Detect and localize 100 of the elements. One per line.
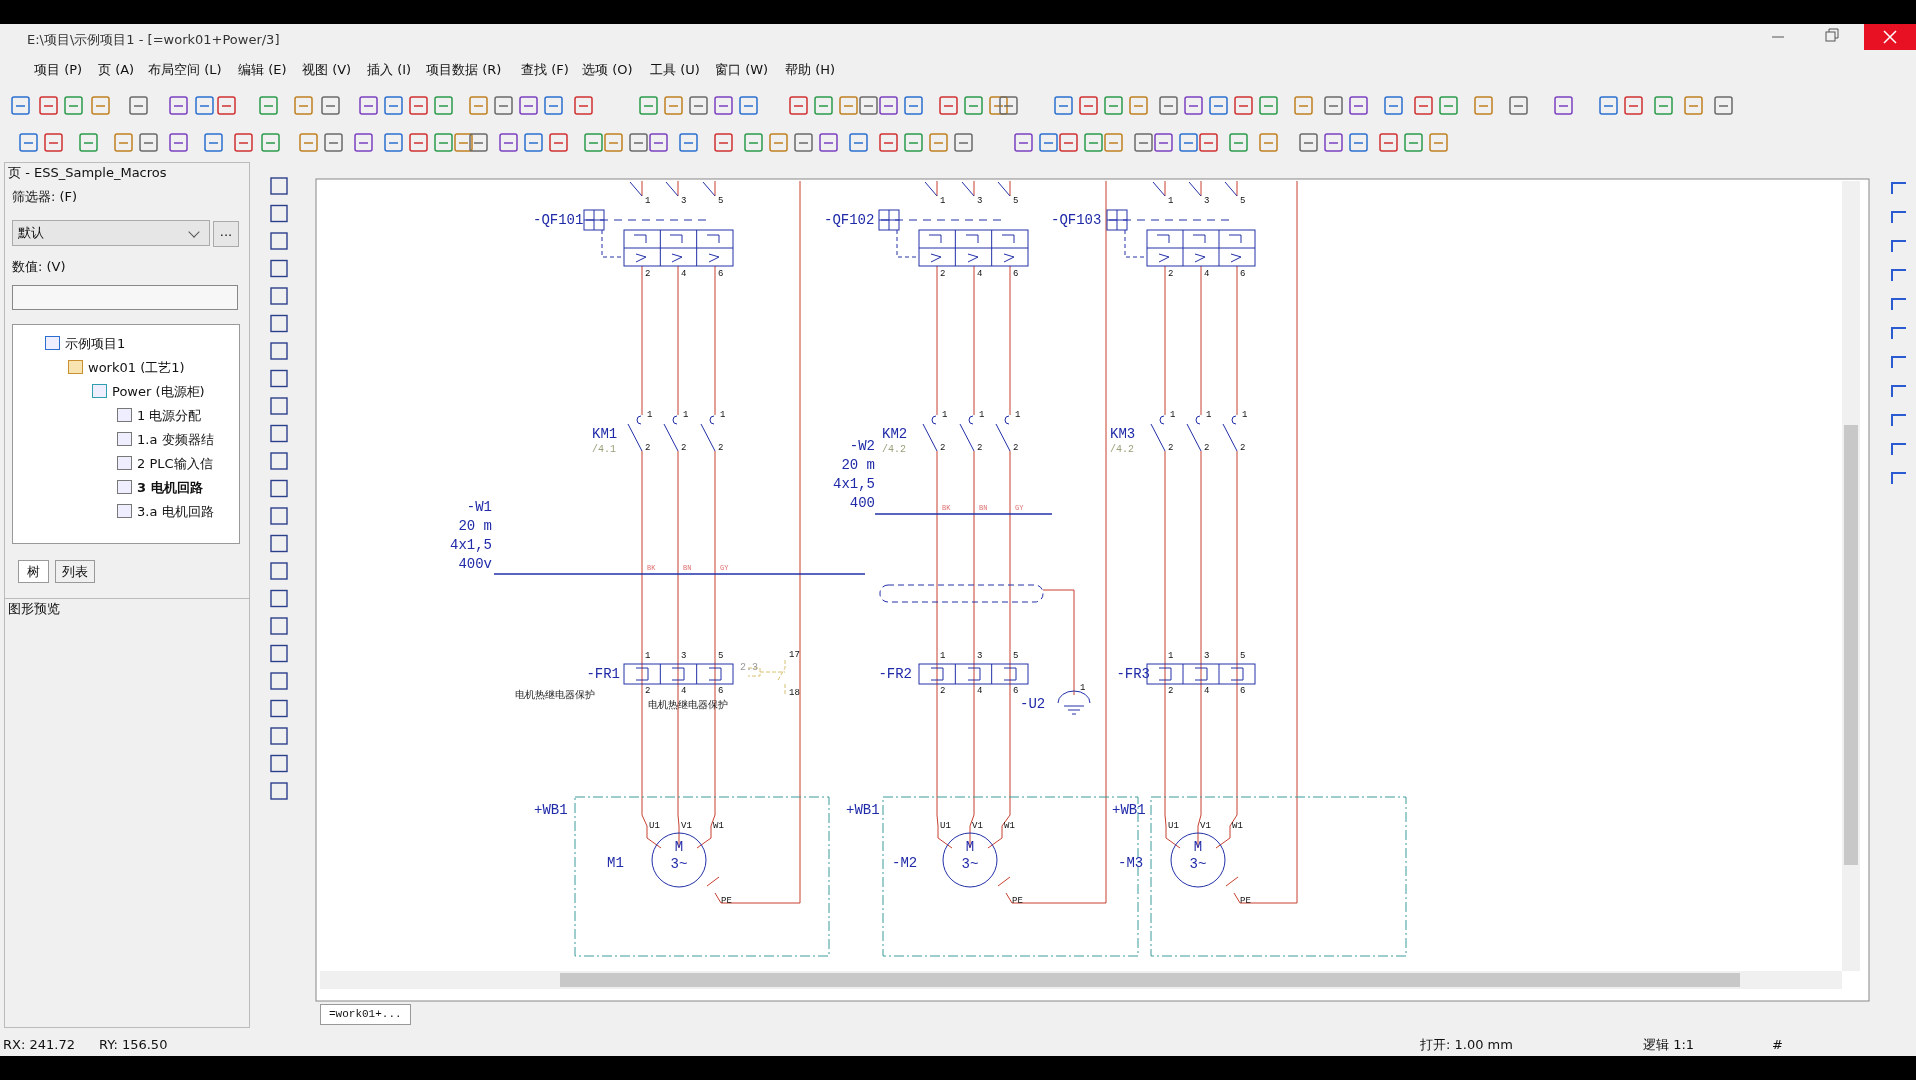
pin-number: 2 [645, 444, 651, 453]
pin-number: 6 [718, 270, 724, 279]
menu-item: 视图 (V) [302, 63, 352, 76]
pin-number: 1 [979, 411, 985, 420]
cross-reference: /4.2 [882, 445, 906, 455]
device-tag: -FR1 [586, 667, 620, 681]
panel-title: 图形预览 [8, 602, 60, 615]
pin-number: 3 [977, 197, 983, 206]
pin-number: 1 [1170, 411, 1176, 420]
menu-item: 页 (A) [98, 63, 135, 76]
pin-number: 5 [718, 652, 724, 661]
pin-number: 3 [1204, 197, 1210, 206]
device-tag: KM2 [882, 427, 908, 441]
pin-number: 6 [1013, 270, 1019, 279]
pin-number: 2 [940, 687, 946, 696]
terminal-label: U1 [1168, 822, 1179, 831]
location-tag: +WB1 [1112, 803, 1146, 817]
pin-number: 5 [1240, 197, 1246, 206]
motor-symbol-text: 3~ [961, 857, 979, 871]
pin-number: 1 [1168, 197, 1174, 206]
terminal-label: PE [721, 897, 732, 906]
pin-number: 2 [1168, 687, 1174, 696]
pin-number: 2 [1168, 444, 1174, 453]
cross-reference: /4.2 [1110, 445, 1134, 455]
tree-item: 3.a 电机回路 [137, 505, 214, 518]
cable-data: 4x1,5 [833, 477, 875, 491]
status-text: 打开: 1.00 mm [1420, 1038, 1513, 1051]
cable-data: 400v [458, 557, 492, 571]
cable-data: 4x1,5 [450, 538, 492, 552]
pin-number: 2 [1013, 444, 1019, 453]
pin-number: 6 [1013, 687, 1019, 696]
menu-item: 窗口 (W) [715, 63, 769, 76]
status-text: # [1772, 1038, 1783, 1051]
status-text: 逻辑 1:1 [1643, 1038, 1695, 1051]
terminal-label: V1 [681, 822, 692, 831]
pin-number: 1 [1168, 652, 1174, 661]
field-label: 筛选器: (F) [12, 190, 78, 203]
tree-item: Power (电源柜) [112, 385, 205, 398]
dropdown-field: 默认 [18, 226, 44, 239]
menu-item: 工具 (U) [650, 63, 700, 76]
tree-item: work01 (工艺1) [88, 361, 185, 374]
terminal-label: W1 [713, 822, 724, 831]
pin-number: 6 [718, 687, 724, 696]
pin-number: 6 [1240, 687, 1246, 696]
terminal-label: W1 [1232, 822, 1243, 831]
terminal-label: V1 [1200, 822, 1211, 831]
device-tag: KM3 [1110, 427, 1136, 441]
tree-item: 1.a 变频器结 [137, 433, 214, 446]
cable-data: 400 [849, 496, 875, 510]
menu-item: 插入 (I) [367, 63, 412, 76]
pin-number: 2 [681, 444, 687, 453]
pin-number: 2 [718, 444, 724, 453]
device-tag: -QF101 [533, 213, 584, 227]
motor-symbol-text: M [1193, 840, 1203, 854]
pin-number: 1 [940, 652, 946, 661]
menu-item: 项目 (P) [34, 63, 83, 76]
terminal-label: U1 [649, 822, 660, 831]
pin-number: 2 [645, 687, 651, 696]
motor-symbol-text: M [674, 840, 684, 854]
pin-number: 2 [1204, 444, 1210, 453]
pin-number: 1 [647, 411, 653, 420]
pin-number: 1 [1242, 411, 1248, 420]
pin-number: 1 [1206, 411, 1212, 420]
pin-number: 4 [1204, 270, 1210, 279]
tab: 列表 [55, 560, 95, 583]
field-label: 数值: (V) [12, 260, 66, 273]
pin-number: 2 [940, 270, 946, 279]
device-tag: M1 [607, 856, 624, 870]
location-tag: +WB1 [846, 803, 880, 817]
pin-number: 6 [1240, 270, 1246, 279]
tab: =work01+... [320, 1004, 411, 1025]
terminal-label: PE [1240, 897, 1251, 906]
pin-number: 2 [645, 270, 651, 279]
device-tag: -FR2 [878, 667, 912, 681]
device-tag: -M2 [892, 856, 918, 870]
motor-symbol-text: M [965, 840, 975, 854]
pin-number: 3 [681, 197, 687, 206]
terminal-label: W1 [1004, 822, 1015, 831]
device-tag: KM1 [592, 427, 618, 441]
tree-item: 2 PLC输入信 [137, 457, 213, 470]
pin-number: 1 [645, 197, 651, 206]
tree-item: 1 电源分配 [137, 409, 202, 422]
menu-item: 布局空间 (L) [148, 63, 222, 76]
window-title: E:\项目\示例项目1 - [=work01+Power/3] [27, 31, 280, 49]
device-description: 电机热继电器保护 [648, 700, 728, 710]
pin-number: 2 [940, 444, 946, 453]
pin-number: 3 [681, 652, 687, 661]
pin-number: 1 [720, 411, 726, 420]
cable-data: 20 m [458, 519, 492, 533]
pin-number: 2 [1240, 444, 1246, 453]
menu-item: 帮助 (H) [785, 63, 836, 76]
pin-number: 5 [718, 197, 724, 206]
terminal-label: V1 [972, 822, 983, 831]
more-button: ... [213, 221, 239, 247]
motor-symbol-text: 3~ [670, 857, 688, 871]
location-tag: +WB1 [534, 803, 568, 817]
menu-item: 选项 (O) [582, 63, 633, 76]
cable-tag: -W1 [466, 500, 492, 514]
pin-number: 5 [1013, 652, 1019, 661]
tab: 树 [18, 560, 49, 583]
